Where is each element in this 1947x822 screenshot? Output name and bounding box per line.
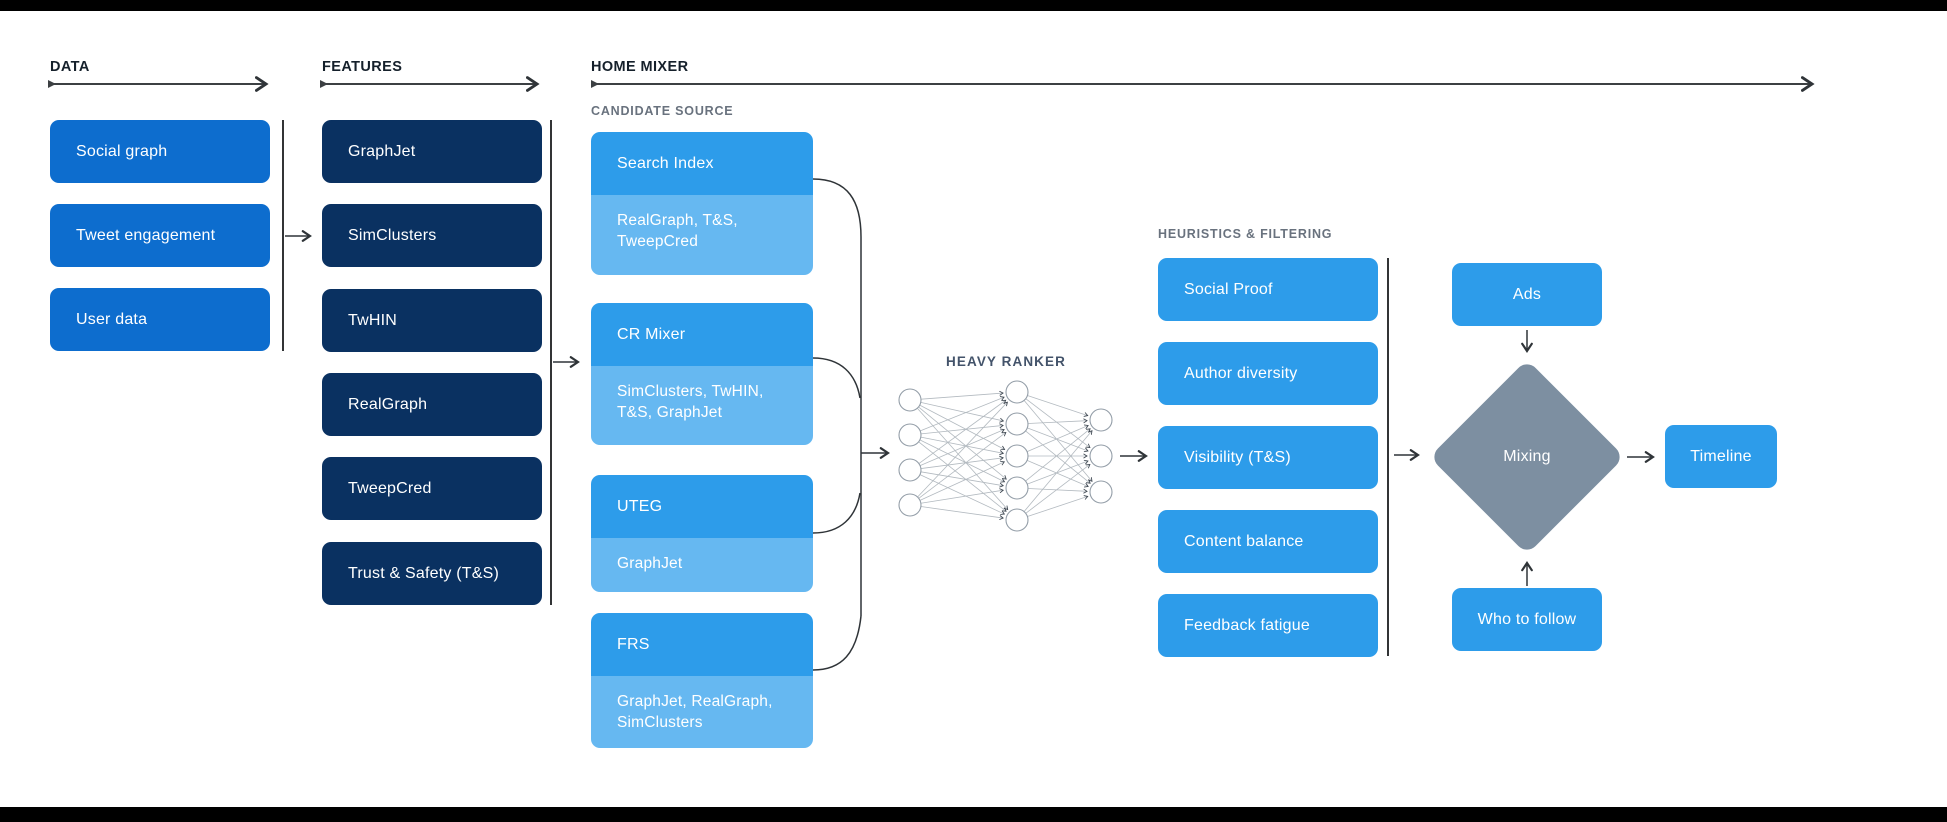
candidate-features-used: GraphJet, RealGraph, SimClusters [591,676,813,748]
mixing-diamond [1434,364,1620,550]
candidate-node-search-index: Search Index RealGraph, T&S, TweepCred [591,132,813,275]
features-section-label: FEATURES [322,59,403,75]
candidate-features-used: RealGraph, T&S, TweepCred [591,195,813,275]
mixing-diamond-label: Mixing [1503,448,1551,465]
heuristic-node-feedback-fatigue: Feedback fatigue [1158,594,1378,657]
neural-network-graphic [898,380,1113,532]
data-node-tweet-engagement: Tweet engagement [50,204,270,267]
feature-node-trust-safety: Trust & Safety (T&S) [322,542,542,605]
feature-node-twhin: TwHIN [322,289,542,352]
feature-node-simclusters: SimClusters [322,204,542,267]
candidate-features-used: GraphJet [591,538,813,592]
home-mixer-section-label: HOME MIXER [591,59,689,75]
candidate-node-cr-mixer: CR Mixer SimClusters, TwHIN, T&S, GraphJ… [591,303,813,445]
candidate-source-label: CANDIDATE SOURCE [591,104,734,118]
data-node-social-graph: Social graph [50,120,270,183]
heavy-ranker-label: HEAVY RANKER [946,354,1066,369]
candidate-node-frs: FRS GraphJet, RealGraph, SimClusters [591,613,813,748]
feature-node-realgraph: RealGraph [322,373,542,436]
data-section-arrow [48,76,269,92]
ads-node: Ads [1452,263,1602,326]
home-mixer-section-arrow [591,76,1815,92]
bottom-black-bar [0,807,1947,822]
candidate-title: UTEG [591,475,813,538]
heuristic-node-content-balance: Content balance [1158,510,1378,573]
candidate-title: Search Index [591,132,813,195]
feature-node-tweepcred: TweepCred [322,457,542,520]
heuristics-label: HEURISTICS & FILTERING [1158,227,1333,241]
top-black-bar [0,0,1947,11]
features-section-arrow [320,76,540,92]
heuristic-node-author-diversity: Author diversity [1158,342,1378,405]
candidate-node-uteg: UTEG GraphJet [591,475,813,592]
data-section-label: DATA [50,59,90,75]
candidate-merge-connector [812,178,862,671]
feature-node-graphjet: GraphJet [322,120,542,183]
heuristic-node-visibility: Visibility (T&S) [1158,426,1378,489]
candidate-features-used: SimClusters, TwHIN, T&S, GraphJet [591,366,813,445]
data-node-user-data: User data [50,288,270,351]
timeline-node: Timeline [1665,425,1777,488]
candidate-title: FRS [591,613,813,676]
heuristic-node-social-proof: Social Proof [1158,258,1378,321]
who-to-follow-node: Who to follow [1452,588,1602,651]
candidate-title: CR Mixer [591,303,813,366]
